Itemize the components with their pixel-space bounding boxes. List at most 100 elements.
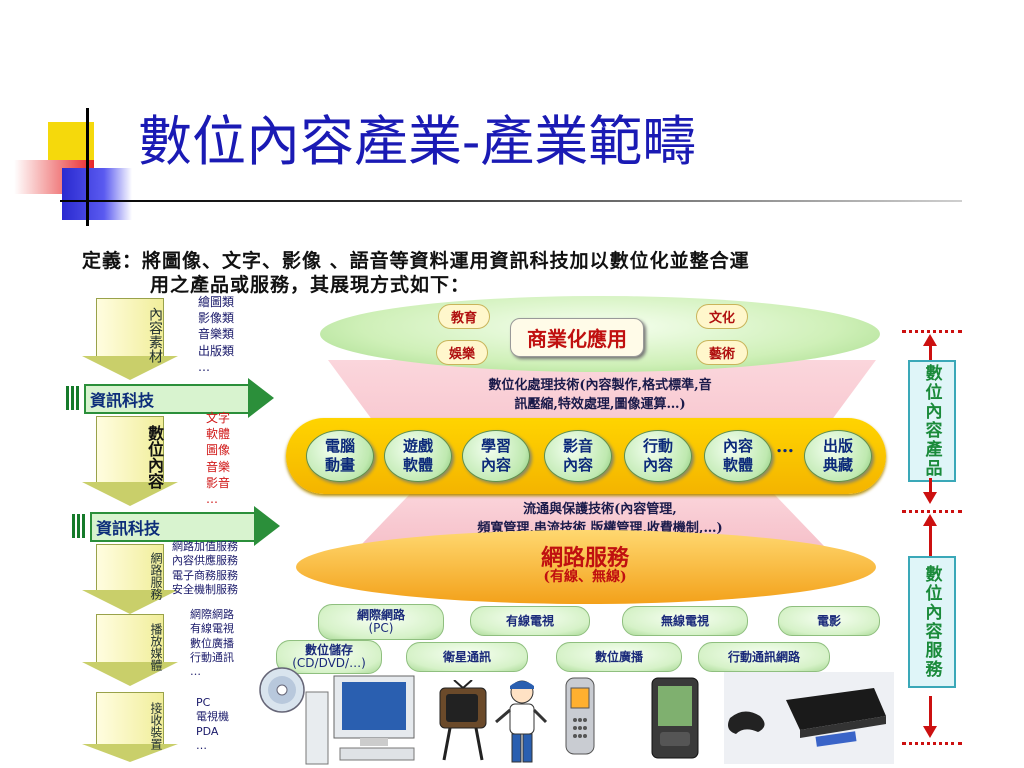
list-item: 安全機制服務 [172, 582, 238, 596]
content-label: 出版 [822, 437, 853, 456]
list-item: … [190, 665, 201, 679]
content-label: 行動 [642, 437, 673, 456]
list-item: 音樂類 [198, 327, 235, 342]
right-line [929, 696, 932, 728]
arrow-network-service: 網路服務 [82, 544, 180, 614]
content-audio-video: 影音內容 [544, 430, 612, 482]
definition-line-1: 定義：將圖像、文字、影像 、語音等資料運用資訊科技加以數位化並整合運 [82, 250, 750, 272]
content-label: 學習 [480, 437, 511, 456]
list-item: 音樂 [206, 459, 231, 474]
game-console-icon [724, 672, 894, 764]
media-label: 無線電視 [660, 613, 709, 628]
content-label: 動畫 [324, 456, 355, 474]
tech-arrow-1: 資訊科技 [66, 378, 278, 418]
arrow-digital-content: 數位內容 [82, 416, 180, 506]
arrow-up-icon [923, 334, 937, 346]
list-item: 數位廣播 [190, 636, 234, 650]
right-dash-top [902, 330, 962, 333]
list-item: 電子商務服務 [172, 568, 238, 582]
tag-entertainment: 娛樂 [436, 340, 489, 365]
content-game-software: 遊戲軟體 [384, 430, 452, 482]
arrow-label: 內容素材 [147, 307, 163, 363]
arrow-label: 網路服務 [149, 552, 163, 600]
arrow-label: 數位內容 [145, 425, 164, 489]
cd-icon [259, 667, 305, 713]
arrow-content-material: 內容素材 [82, 298, 180, 380]
digital-content-service-box: 數位內容服務 [908, 556, 956, 688]
person-icon [495, 680, 548, 763]
digital-content-product-box: 數位內容產品 [908, 360, 956, 482]
commercial-application-label: 商業化應用 [510, 318, 644, 357]
network-service-subtitle: (有線、無線) [543, 569, 627, 585]
content-mobile: 行動內容 [624, 430, 692, 482]
arrow-down-icon [923, 492, 937, 504]
arrow-up-icon [923, 514, 937, 526]
list-item: 文字 [206, 411, 231, 425]
list-item: 圖像 [206, 443, 231, 458]
list-item: … [198, 359, 210, 374]
media-list: 網際網路 有線電視 數位廣播 行動通訊 … [190, 608, 234, 679]
media-label: 網際網路 [356, 608, 405, 623]
right-dash-bottom [902, 742, 962, 745]
title-underline [60, 200, 962, 202]
list-item: 行動通訊 [190, 650, 234, 664]
arrow-down-icon [923, 726, 937, 738]
media-film: 電影 [778, 606, 880, 636]
content-label: 內容 [642, 456, 673, 474]
network-list: 網路加值服務 內容供應服務 電子商務服務 安全機制服務 [172, 540, 238, 597]
mobile-phone-icon [565, 677, 595, 755]
list-item: 內容供應服務 [172, 554, 238, 568]
list-item: … [206, 491, 218, 506]
content-list: 文字 軟體 圖像 音樂 影音 … [206, 410, 230, 507]
material-list: 繪圖類 影像類 音樂類 出版類 … [198, 294, 234, 375]
content-label: 典藏 [822, 456, 853, 474]
page-title: 數位內容產業-產業範疇 [138, 110, 697, 173]
media-label: (CD/DVD/…) [292, 656, 366, 670]
media-wireless-tv: 無線電視 [622, 606, 748, 636]
network-service-ellipse [296, 530, 876, 604]
media-label: 數位儲存 [304, 643, 353, 658]
title-deco-vline [86, 108, 89, 226]
list-item: 影像類 [198, 311, 235, 326]
media-satellite: 衛星通訊 [406, 642, 528, 672]
list-item: 有線電視 [190, 622, 234, 636]
television-icon [439, 680, 487, 761]
content-label: 電腦 [324, 437, 355, 456]
list-item: 軟體 [206, 427, 231, 442]
computer-icon [305, 675, 415, 765]
content-label: 影音 [562, 437, 593, 456]
tech-line: 訊壓縮,特效處理,圖像運算…) [514, 397, 686, 412]
media-digital-broadcast: 數位廣播 [556, 642, 682, 672]
processing-tech-text: 數位化處理技術(內容製作,格式標準,音 訊壓縮,特效處理,圖像運算…) [400, 374, 800, 412]
content-more: … [776, 436, 794, 457]
devices-list: PC 電視機 PDA … [196, 696, 229, 753]
list-item: 繪圖類 [198, 295, 235, 309]
media-label: 有線電視 [505, 613, 554, 628]
media-internet: 網際網路(PC) [318, 604, 444, 640]
title-deco-blue [62, 168, 132, 220]
arrow-label: 接收裝置 [149, 702, 163, 750]
right-line [929, 526, 932, 556]
list-item: 影音 [206, 475, 231, 490]
content-label: 軟體 [402, 456, 433, 474]
content-label: 內容 [562, 456, 593, 474]
tag-education: 教育 [438, 304, 491, 329]
right-line [929, 478, 932, 494]
definition-line-2: 用之產品或服務，其展現方式如下： [150, 274, 471, 296]
right-line [929, 344, 932, 360]
content-label: 內容 [722, 437, 753, 456]
list-item: 出版類 [198, 343, 235, 358]
content-software: 內容軟體 [704, 430, 772, 482]
media-mobile-network: 行動通訊網路 [698, 642, 830, 672]
content-publishing: 出版典藏 [804, 430, 872, 482]
right-dash-mid [902, 510, 962, 513]
arrow-devices: 接收裝置 [82, 692, 180, 762]
tag-art: 藝術 [696, 340, 749, 365]
tag-culture: 文化 [696, 304, 749, 329]
media-label: 電影 [816, 613, 841, 628]
media-cable-tv: 有線電視 [470, 606, 590, 636]
list-item: PC [196, 696, 211, 709]
arrow-label: 播放媒體 [149, 623, 163, 671]
list-item: 電視機 [196, 710, 229, 724]
list-item: 網際網路 [190, 608, 234, 621]
